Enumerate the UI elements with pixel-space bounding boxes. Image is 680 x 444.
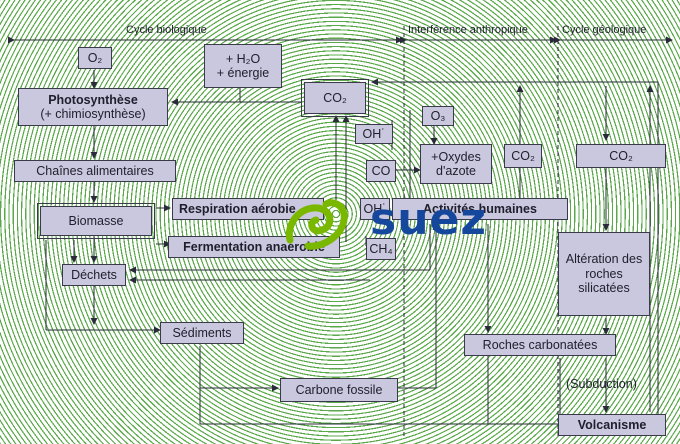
biomass-box: Biomasse — [37, 203, 155, 239]
food-chains-box: Chaînes alimentaires — [14, 160, 176, 182]
co2-center-box: CO₂ — [301, 79, 369, 117]
suez-logo-icon — [285, 199, 348, 250]
h2o-energy-box: + H₂O + énergie — [204, 44, 282, 88]
human-activities-box: Activités humaines — [392, 198, 568, 220]
chemosynthesis-label: (+ chimiosynthèse) — [40, 107, 146, 121]
oh-middle-box: OH˙ — [360, 198, 390, 220]
co2-anthro-box: CO₂ — [504, 144, 542, 168]
ch4-box: CH₄ — [366, 238, 396, 260]
h2o-label: + H₂O — [225, 51, 261, 66]
waste-box: Déchets — [62, 264, 126, 286]
energy-label: + énergie — [216, 66, 270, 80]
header-anthro: Interférence anthropique — [408, 24, 528, 36]
co2-geo-box: CO₂ — [576, 144, 666, 168]
header-bio: Cycle biologique — [126, 24, 207, 36]
carbonate-rocks-box: Roches carbonatées — [464, 334, 616, 356]
o2-top-box: O₂ — [78, 47, 112, 69]
co-box: CO — [366, 160, 396, 182]
anaerobic-fermentation-box: Fermentation anaérobie — [168, 236, 340, 258]
silicate-weathering-box: Altération des roches silicatées — [558, 232, 650, 316]
suez-logo-text: suez — [370, 194, 487, 245]
header-geo: Cycle géologique — [562, 24, 647, 36]
nitrogen-oxides-box: +Oxydes d'azote — [420, 144, 492, 184]
volcanism-box: Volcanisme — [558, 414, 666, 436]
oh-top-box: OH˙ — [355, 124, 393, 144]
photosynthesis-box: Photosynthèse (+ chimiosynthèse) — [18, 88, 168, 126]
sediments-box: Sédiments — [160, 322, 244, 344]
aerobic-respiration-box: Respiration aérobie — [172, 198, 324, 220]
fossil-carbon-box: Carbone fossile — [280, 378, 398, 402]
o3-box: O₃ — [422, 106, 454, 126]
subduction-label: (Subduction) — [566, 377, 637, 391]
photosynthesis-label: Photosynthèse — [48, 92, 138, 107]
